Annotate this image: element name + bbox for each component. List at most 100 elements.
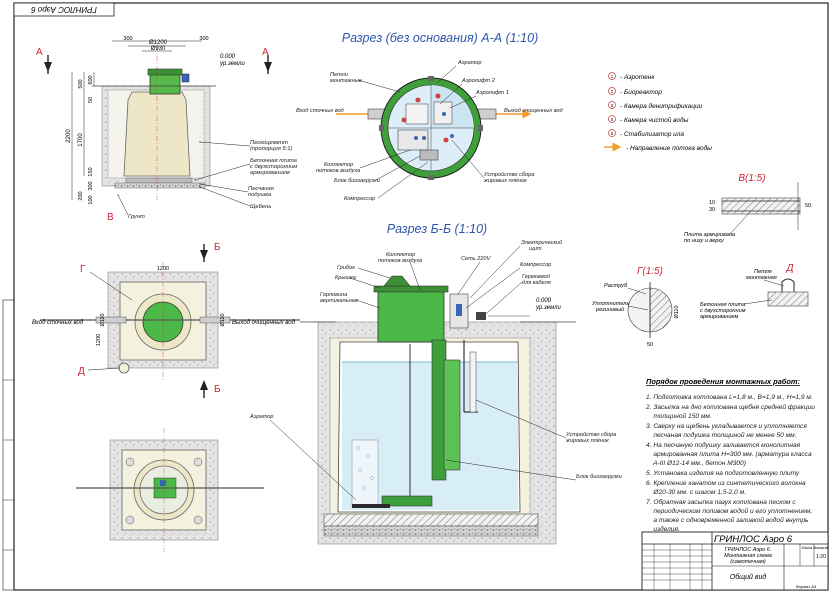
aa-label-bioblock: Блок биозагрузки [334,178,380,184]
v-label-rebar-1: Плита армирована [684,232,735,238]
marker-g-label: Г [80,264,86,275]
step-line: изделия. [646,525,680,533]
bb-dim-ground: ур.земли [535,305,561,311]
detail-v-drawing [721,182,801,230]
detail-v-title: В(1:5) [738,173,765,184]
legend: 1 - Аэротенк 2 - Биореактор 3 - Камера д… [604,72,712,152]
aa-label-collector-1: Коллектор [324,162,353,168]
step-line: 2. Засыпка на дно котлована щебня средне… [645,403,815,411]
titleblock-desc-1: ГРИНЛОС Аэро 6. [725,547,772,553]
bb-label-lid: Крышка [335,275,356,281]
g-label-seal-2: резиновый [595,306,624,313]
dim-h100: 100 [88,195,94,204]
g-dim-50: 50 [647,342,653,348]
plan-dim-1200b: 1200 [96,334,102,346]
step-line: 5. Установка изделия на подготовленную п… [646,469,800,477]
v-dim-30: 30 [709,207,715,213]
bb-label-cable-1: Гермоввод [522,274,550,280]
bb-label-neck-2: вертикальная [320,298,358,304]
marker-a-right-label: А [262,47,269,58]
bb-label-film-1: Устройство сбора [565,431,616,438]
step-line: толщиной 150 мм. [646,412,712,420]
titleblock-mass-label: Масса [802,546,813,550]
svg-text:- Стабилизатор ила: - Стабилизатор ила [620,130,684,138]
step-line: 1. Подготовка котлована L=1,8 м., B=1,9 … [646,393,813,401]
aa-label-airlift2: Аэролифт 2 [461,78,496,84]
label-sand-1: Песчаная [248,186,274,192]
label-soil: Грунт [128,214,145,220]
titleblock-desc-2: Монтажная схема [724,553,772,559]
svg-text:- Биореактор: - Биореактор [620,89,662,96]
aa-label-outlet: Выход очищенных вод [504,108,563,114]
legend-item-5: 5 - Стабилизатор ила [608,129,684,138]
dim-h150: 150 [88,167,94,176]
d-label-loop-1: Петля [754,269,772,275]
step-line: 6. Крепление канатом из синтетического в… [646,480,806,487]
dim-h50: 50 [88,97,94,103]
dim-zero-left: 0.000 [220,54,236,60]
bb-label-bioblock: Блок биозагрузки [576,474,622,480]
legend-item-2: 2 - Биореактор [608,87,662,96]
plan-outlet-label: Выход очищенных вод [232,320,296,326]
step-line: армированная плита H=300 мм. (арматура к… [646,451,812,458]
svg-text:2: 2 [611,89,614,94]
dim-h500: 500 [78,79,84,88]
steps-list: 1. Подготовка котлована L=1,8 м., B=1,9 … [645,393,815,533]
legend-flow-label: - Направление потока воды [626,144,712,152]
aa-label-inlet: Вход сточных вод [296,108,344,114]
marker-b-top-label: Б [214,242,221,253]
titleblock-format: Формат А3 [796,584,817,589]
detail-g-drawing [627,282,673,338]
step-line: 7. Обратная засыпка пазух котлована песк… [646,498,796,506]
dim-s300-right: 300 [199,36,208,42]
svg-text:- Камера денитрификации: - Камера денитрификации [620,102,703,110]
g-label-bell: Раструб [604,283,628,289]
bb-label-shield-2: щит [529,246,542,252]
detail-d-title: Д [785,263,793,274]
g-label-seal-1: Уплотнитель [591,301,629,307]
aa-label-loops-2: монтажные [330,78,362,84]
dim-h600: 600 [88,75,94,84]
dim-ground-left: ур.земли [219,61,245,67]
section-aa-drawing [336,76,532,180]
left-elevation [92,46,216,200]
bb-label-net: Сеть 220V [461,256,492,262]
left-dimensions [71,40,202,200]
step-line: 3. Сверху на щебень укладывается и уплот… [646,422,807,430]
marker-a-left-label: А [36,47,43,58]
v-dim-10: 10 [709,200,715,206]
marker-a-right [264,55,272,74]
v-dim-50: 50 [805,203,811,209]
svg-text:4: 4 [611,117,614,122]
aa-label-collector-2: потоков воздуха [316,168,360,174]
dim-h200: 200 [78,191,84,200]
detail-g-title: Г(1:5) [637,266,663,277]
section-bb-drawing [300,275,576,545]
detail-d-drawing [767,278,809,307]
legend-item-1: 1 - Аэротенк [608,72,655,81]
stamp-text: ГРИНЛОС Аэро 6 [31,5,97,14]
d-label-plate-1: Бетонная плита [700,302,745,308]
bb-label-aerator: Аэратор [249,414,274,420]
bb-label-fungus: Грибок [337,265,355,271]
step-line: песчаная подушка толщиной не менее 50 мм… [646,431,797,439]
step-line: а также с одновременной заливкой водой в… [646,516,809,524]
aa-label-film-2: жировых плёнок [483,178,527,184]
dim-h300: 300 [88,181,94,190]
marker-b-bottom [200,380,208,398]
step-line: 4. На песчаную подушку заливается моноли… [646,441,801,449]
bb-label-cable-2: для кабеля [522,280,551,286]
label-peskocement: Пескоцемент [250,140,288,146]
bb-label-collector-2: потоков воздуха [378,258,422,264]
dim-d1200: Ø1200 [149,40,168,46]
section-aa-title: Разрез (без основания) А-А (1:10) [342,31,539,45]
title-block [641,531,829,591]
plan-dim-1200a: 1200 [157,266,169,272]
svg-text:- Камера чистой воды: - Камера чистой воды [620,116,689,124]
svg-text:- Аэротенк: - Аэротенк [620,74,655,81]
svg-text:1: 1 [611,74,614,79]
section-bb-title: Разрез Б-Б (1:10) [387,222,487,236]
v-label-rebar-2: по низу и верху [684,238,725,244]
titleblock-view: Общий вид [730,573,767,581]
